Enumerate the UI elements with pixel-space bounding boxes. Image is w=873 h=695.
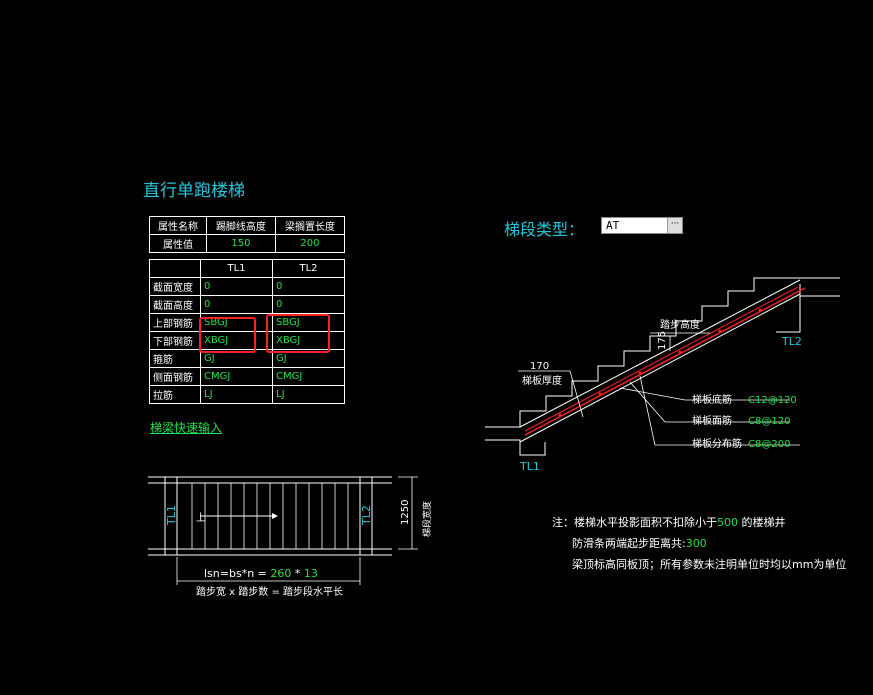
top-bar-value: C8@120	[748, 416, 790, 427]
beam-header-tl1: TL1	[200, 259, 273, 278]
beam-row-label: 截面宽度	[149, 277, 201, 296]
props-kick-height-value[interactable]: 150	[205, 234, 276, 253]
tl1-label: TL1	[519, 460, 540, 473]
formula-op: *	[291, 567, 304, 580]
props-table: 属性名称 踢脚线高度 梁搁置长度 属性值 150 200	[149, 216, 346, 253]
props-header-seat: 梁搁置长度	[274, 216, 346, 235]
beam-cell-tl1[interactable]: LJ	[200, 385, 273, 404]
beam-row-label: 拉筋	[149, 385, 201, 404]
formula-n: 13	[304, 567, 318, 580]
highlight-tl2-bars	[266, 314, 330, 353]
page-title: 直行单跑楼梯	[143, 181, 245, 201]
bottom-bar-value: C12@120	[748, 395, 797, 406]
step-height-text: 踏步高度	[660, 318, 700, 331]
plan-tl2-label: TL2	[360, 505, 373, 526]
dist-bar-label: 梯板分布筋	[692, 437, 742, 450]
beam-cell-tl2[interactable]: LJ	[272, 385, 345, 404]
beam-cell-tl1[interactable]: 0	[200, 277, 273, 296]
notes-line-2-value: 300	[685, 537, 707, 550]
step-height-value: 175	[657, 331, 668, 350]
notes-line-1-suffix: 的楼梯井	[738, 516, 786, 529]
notes-line-2: 防滑条两端起步距离共:300	[572, 535, 707, 551]
props-header-kick: 踢脚线高度	[205, 216, 276, 235]
beam-row-label: 侧面钢筋	[149, 367, 201, 386]
beam-row-label: 截面高度	[149, 295, 201, 314]
bottom-bar-label: 梯板底筋	[692, 393, 732, 406]
beam-cell-tl2[interactable]: 0	[272, 277, 345, 296]
beam-row-label: 下部钢筋	[149, 331, 201, 350]
beam-cell-tl2[interactable]: CMGJ	[272, 367, 345, 386]
segment-type-label: 梯段类型：	[504, 220, 585, 239]
dist-bar-value: C8@200	[748, 439, 790, 450]
top-rebar	[524, 286, 799, 432]
notes-line-1: 注：楼梯水平投影面积不扣除小于500 的楼梯井	[552, 514, 786, 530]
stair-section-diagram: 踏步高度 175 170 梯板厚度 梯板底筋 C12@120 梯板面筋 C8@1…	[485, 277, 840, 473]
plan-tl1-label: TL1	[165, 505, 178, 526]
beam-cell-tl2[interactable]: 0	[272, 295, 345, 314]
notes-line-1-prefix: 注：楼梯水平投影面积不扣除小于	[552, 516, 717, 529]
top-bar-label: 梯板面筋	[692, 414, 732, 427]
stair-plan-diagram: 上 TL1 TL2 1250 梯段宽度 lsn=bs*n = 260 * 13 …	[148, 476, 433, 598]
beam-header-corner	[149, 259, 201, 278]
props-seat-length-value[interactable]: 200	[274, 234, 346, 253]
plate-thickness-text: 梯板厚度	[522, 374, 562, 387]
formula-bs: 260	[270, 567, 291, 580]
up-label: 上	[196, 512, 206, 524]
formula-caption: 踏步宽 x 踏步数 = 踏步段水平长	[196, 585, 343, 598]
beam-header-tl2: TL2	[272, 259, 345, 278]
beam-row-label: 上部钢筋	[149, 313, 201, 332]
bottom-rebar	[524, 287, 806, 436]
more-button[interactable]: ···	[667, 218, 682, 233]
width-label: 梯段宽度	[421, 501, 433, 537]
length-formula: lsn=bs*n = 260 * 13	[204, 567, 318, 580]
formula-prefix: lsn=bs*n =	[204, 567, 270, 580]
segment-type-select[interactable]: AT ···	[601, 217, 683, 234]
tl2-label: TL2	[781, 335, 802, 348]
stair-steps-outline	[485, 277, 840, 428]
props-header-name: 属性名称	[149, 216, 207, 235]
quick-input-link[interactable]: 梯梁快速输入	[150, 421, 223, 435]
props-row-label: 属性值	[149, 234, 207, 253]
highlight-tl1-bars	[199, 317, 256, 353]
notes-line-2-prefix: 防滑条两端起步距离共:	[572, 537, 686, 550]
segment-type-value: AT	[606, 219, 620, 232]
beam-cell-tl1[interactable]: 0	[200, 295, 273, 314]
width-value: 1250	[400, 500, 411, 525]
beam-cell-tl1[interactable]: CMGJ	[200, 367, 273, 386]
beam-row-label: 箍筋	[149, 349, 201, 368]
plate-thickness-value: 170	[530, 361, 549, 372]
notes-line-1-value: 500	[717, 516, 738, 529]
notes-line-3: 梁顶标高同板顶；所有参数未注明单位时均以mm为单位	[572, 558, 847, 571]
beam-cell-tl2[interactable]: XBGJ	[272, 331, 345, 350]
